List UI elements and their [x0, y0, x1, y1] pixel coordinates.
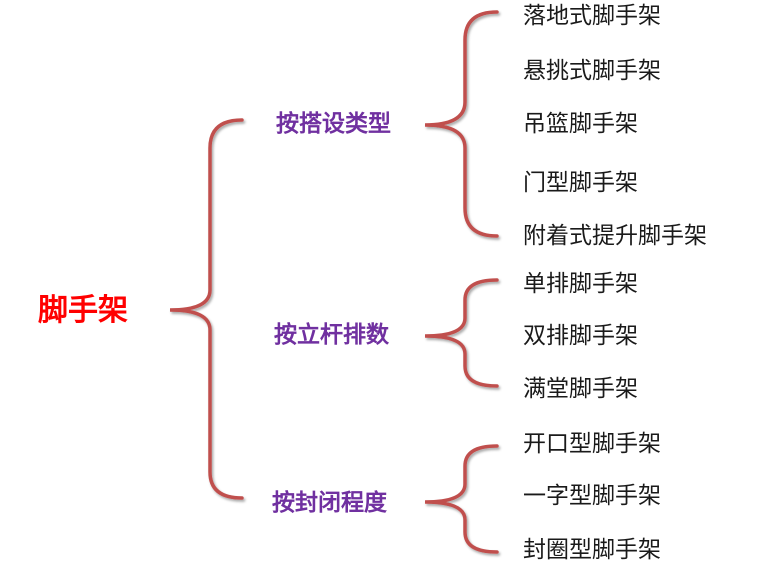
category-label-1: 按搭设类型	[276, 111, 391, 137]
leaf-item: 悬挑式脚手架	[523, 58, 661, 84]
root-brace	[169, 118, 244, 500]
leaf-item: 满堂脚手架	[523, 376, 638, 402]
leaf-item: 门型脚手架	[523, 170, 638, 196]
leaf-item: 开口型脚手架	[523, 431, 661, 457]
category-brace-2	[424, 278, 499, 388]
category-label-3: 按封闭程度	[272, 490, 387, 516]
leaf-item: 单排脚手架	[523, 271, 638, 297]
category-brace-1	[424, 10, 499, 238]
category-label-2: 按立杆排数	[274, 322, 389, 348]
leaf-item: 封圈型脚手架	[523, 537, 661, 563]
root-label: 脚手架	[38, 293, 128, 328]
leaf-item: 落地式脚手架	[523, 3, 661, 29]
leaf-item: 吊篮脚手架	[523, 111, 638, 137]
leaf-item: 双排脚手架	[523, 323, 638, 349]
category-brace-3	[424, 444, 499, 554]
leaf-item: 一字型脚手架	[523, 483, 661, 509]
leaf-item: 附着式提升脚手架	[523, 223, 707, 249]
